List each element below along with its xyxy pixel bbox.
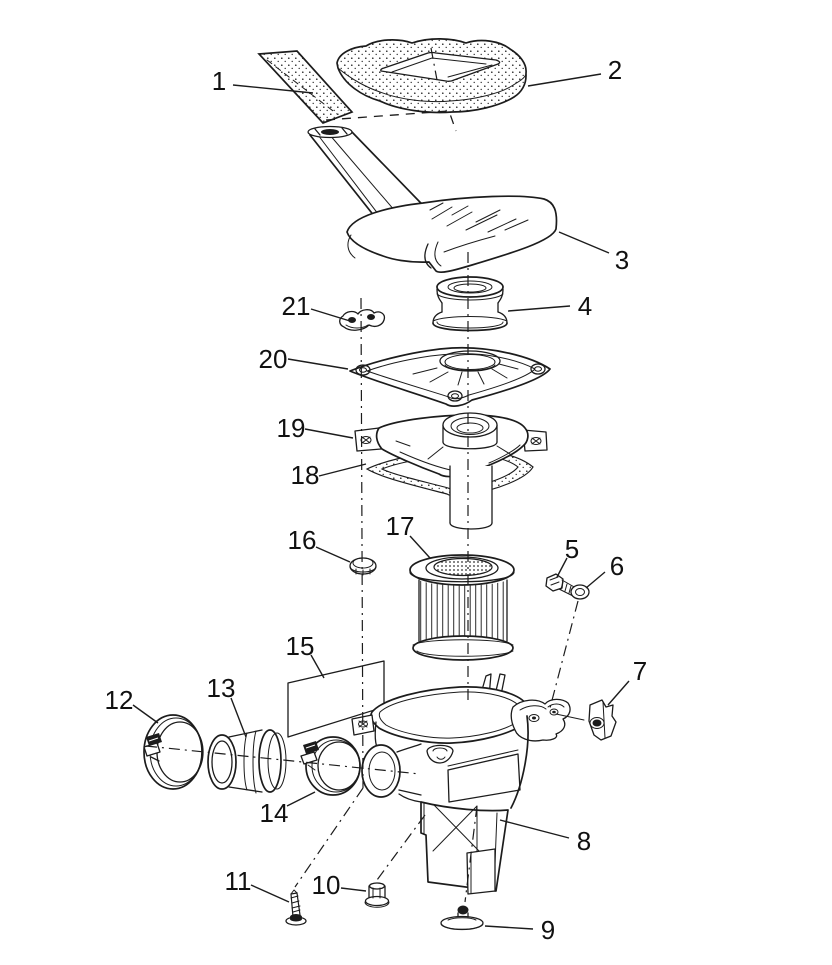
callout-label-6: 6: [610, 551, 624, 581]
leader-line-20: [287, 358, 349, 370]
leader-line-9: [484, 925, 534, 930]
leader-line-11: [250, 884, 290, 903]
callout-label-4: 4: [578, 291, 592, 321]
callout-label-16: 16: [288, 525, 317, 555]
callout-label-11: 11: [225, 866, 252, 896]
leader-line-8: [499, 819, 570, 839]
callout-label-10: 10: [312, 870, 341, 900]
part-21-clamp: [339, 309, 386, 331]
leader-line-14: [286, 791, 316, 807]
leader-line-17: [409, 535, 431, 559]
callout-label-12: 12: [105, 685, 134, 715]
leader-line-6: [585, 571, 606, 589]
callout-label-2: 2: [608, 55, 622, 85]
part-9-drain-valve: [440, 905, 484, 931]
part-4-intake-duct: [432, 276, 508, 332]
part-20-cover-plate: [349, 346, 551, 407]
leader-line-16: [315, 546, 351, 563]
leader-line-18: [318, 463, 367, 477]
callout-label-15: 15: [286, 631, 315, 661]
leader-line-7: [607, 680, 630, 706]
callout-label-8: 8: [577, 826, 591, 856]
leader-line-21: [310, 308, 351, 322]
part-13-boot: [207, 729, 287, 794]
leader-lines: [132, 73, 630, 930]
callout-labels: 1 2 3 4 5 6 7 8 9 10 11 12 13 14 15 16 1…: [105, 55, 648, 945]
callout-label-21: 21: [282, 291, 311, 321]
callout-label-7: 7: [633, 656, 647, 686]
part-11-screw: [285, 889, 307, 926]
part-8-airbox-lower-body: [420, 801, 509, 895]
leader-line-10: [340, 887, 367, 892]
callout-label-5: 5: [565, 534, 579, 564]
leader-line-12: [132, 704, 159, 724]
leader-line-3: [558, 231, 610, 254]
leader-line-5: [556, 557, 568, 578]
callout-label-3: 3: [615, 245, 629, 275]
leader-line-19: [304, 428, 354, 439]
part-10-plug: [364, 882, 390, 908]
callout-label-1: 1: [212, 66, 226, 96]
callout-label-17: 17: [386, 511, 415, 541]
leader-line-15: [310, 654, 325, 679]
callout-label-9: 9: [541, 915, 555, 945]
part-14-clamp: [300, 736, 361, 796]
callout-label-14: 14: [260, 798, 289, 828]
leader-line-2: [527, 73, 602, 87]
part-16-nut: [349, 557, 377, 576]
center-lines: [145, 47, 579, 903]
callout-label-19: 19: [277, 413, 306, 443]
leader-line-13: [230, 697, 247, 738]
part-19-filter-cover: [354, 412, 548, 530]
part-17-filter-element: [409, 554, 515, 661]
part-7-bracket: [588, 699, 617, 741]
leader-line-1: [232, 84, 314, 94]
callout-label-18: 18: [291, 460, 320, 490]
callout-label-13: 13: [207, 673, 236, 703]
leader-line-4: [507, 305, 571, 312]
part-3-airbox-cover: [307, 125, 558, 274]
part-2-foam-seal: [336, 38, 527, 114]
callout-label-20: 20: [259, 344, 288, 374]
part-1-foam-pad: [257, 50, 354, 124]
airbox-upper-bowl: [351, 673, 585, 809]
part-6-washer: [570, 584, 590, 600]
